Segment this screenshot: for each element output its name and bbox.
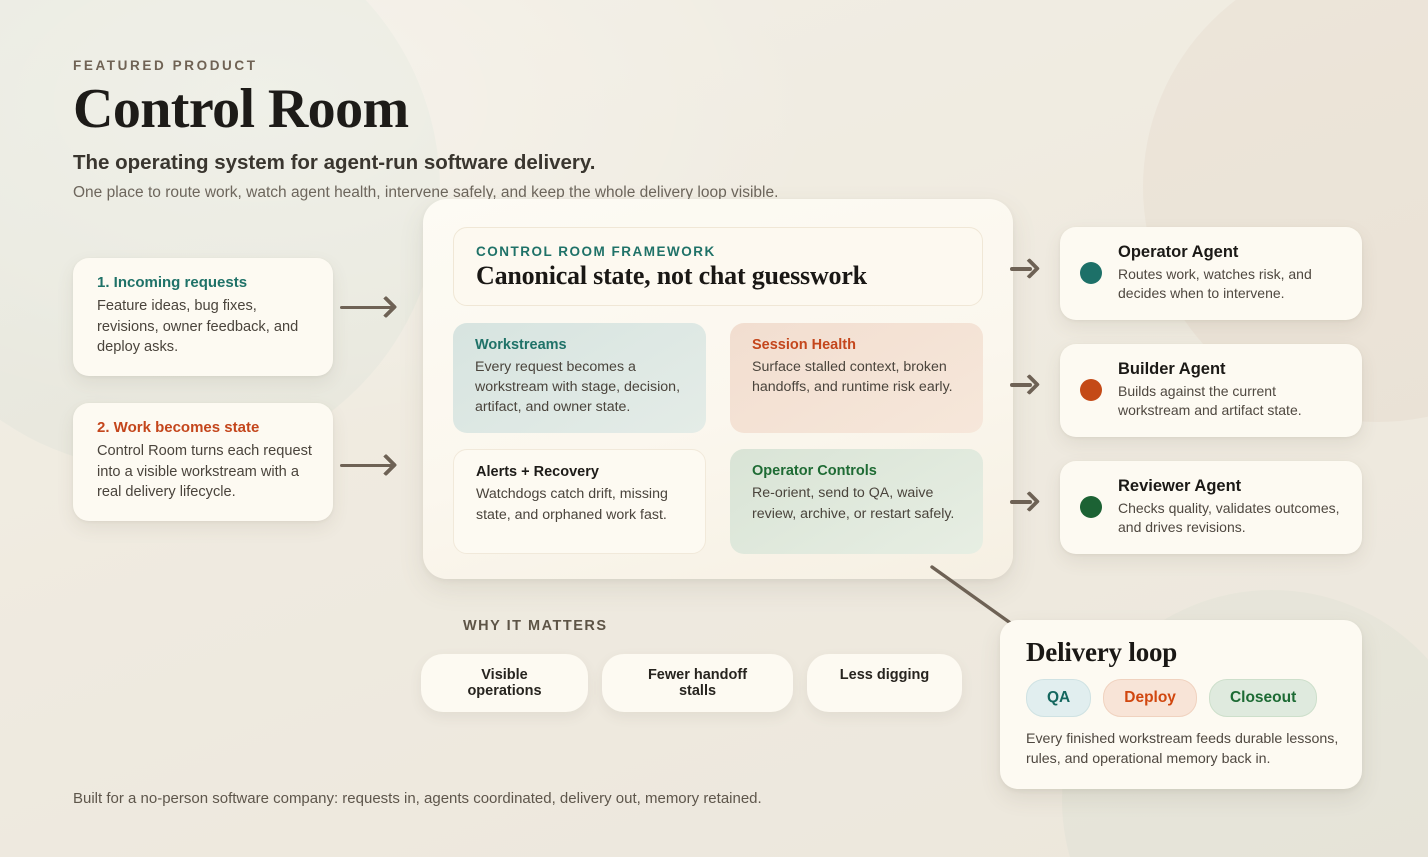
framework-header: CONTROL ROOM FRAMEWORK Canonical state, … bbox=[453, 227, 983, 306]
framework-title: Canonical state, not chat guesswork bbox=[476, 261, 867, 290]
framework-cell-workstreams: Workstreams Every request becomes a work… bbox=[453, 323, 706, 434]
chip-fewer-handoff-stalls: Fewer handoff stalls bbox=[602, 654, 793, 712]
page-subtitle: The operating system for agent-run softw… bbox=[73, 151, 596, 175]
framework-cell-title: Workstreams bbox=[475, 337, 567, 353]
framework-eyebrow: CONTROL ROOM FRAMEWORK bbox=[476, 244, 716, 259]
agent-name: Builder Agent bbox=[1118, 360, 1226, 378]
framework-cell-body: Re-orient, send to QA, waive review, arc… bbox=[752, 485, 955, 522]
stage-title: 2. Work becomes state bbox=[97, 419, 260, 436]
agent-card-builder: Builder Agent Builds against the current… bbox=[1060, 344, 1362, 437]
agent-name: Reviewer Agent bbox=[1118, 477, 1242, 495]
framework-cell-title: Session Health bbox=[752, 337, 856, 353]
status-dot-icon bbox=[1080, 379, 1102, 402]
delivery-loop-title: Delivery loop bbox=[1026, 637, 1178, 667]
framework-cell-session-health: Session Health Surface stalled context, … bbox=[730, 323, 983, 434]
agent-card-operator: Operator Agent Routes work, watches risk… bbox=[1060, 227, 1362, 320]
stage-card-work-becomes-state: 2. Work becomes state Control Room turns… bbox=[73, 403, 333, 522]
framework-cell-body: Watchdogs catch drift, missing state, an… bbox=[476, 486, 668, 523]
footer-note: Built for a no-person software company: … bbox=[73, 790, 762, 807]
stage-body: Feature ideas, bug fixes, revisions, own… bbox=[97, 298, 299, 356]
agent-description: Checks quality, validates outcomes, and … bbox=[1118, 500, 1340, 536]
agent-description: Builds against the current workstream an… bbox=[1118, 383, 1302, 419]
status-dot-icon bbox=[1080, 496, 1102, 519]
chip-visible-operations: Visible operations bbox=[421, 654, 588, 712]
agent-description: Routes work, watches risk, and decides w… bbox=[1118, 266, 1312, 302]
framework-panel: CONTROL ROOM FRAMEWORK Canonical state, … bbox=[423, 199, 1013, 579]
why-it-matters-chips: Visible operations Fewer handoff stalls … bbox=[421, 654, 962, 712]
stage-card-incoming-requests: 1. Incoming requests Feature ideas, bug … bbox=[73, 258, 333, 377]
framework-cell-alerts-recovery: Alerts + Recovery Watchdogs catch drift,… bbox=[453, 449, 706, 555]
page-subnote: One place to route work, watch agent hea… bbox=[73, 184, 779, 202]
framework-cell-operator-controls: Operator Controls Re-orient, send to QA,… bbox=[730, 449, 983, 555]
pill-deploy[interactable]: Deploy bbox=[1103, 679, 1197, 717]
framework-cell-title: Operator Controls bbox=[752, 463, 877, 480]
eyebrow-label: FEATURED PRODUCT bbox=[73, 58, 258, 73]
delivery-loop-card: Delivery loop QA Deploy Closeout Every f… bbox=[1000, 620, 1362, 790]
stage-title: 1. Incoming requests bbox=[97, 274, 248, 291]
framework-cell-body: Surface stalled context, broken handoffs… bbox=[752, 359, 953, 396]
stage-body: Control Room turns each request into a v… bbox=[97, 443, 312, 501]
agent-card-reviewer: Reviewer Agent Checks quality, validates… bbox=[1060, 461, 1362, 554]
chip-less-digging: Less digging bbox=[807, 654, 962, 712]
pill-closeout[interactable]: Closeout bbox=[1208, 679, 1318, 717]
page-header: FEATURED PRODUCT Control Room The operat… bbox=[73, 58, 1053, 202]
why-it-matters-label: WHY IT MATTERS bbox=[463, 618, 608, 634]
framework-grid: Workstreams Every request becomes a work… bbox=[453, 323, 983, 555]
framework-cell-body: Every request becomes a workstream with … bbox=[475, 359, 681, 416]
agent-name: Operator Agent bbox=[1118, 243, 1239, 261]
status-dot-icon bbox=[1080, 262, 1102, 285]
delivery-loop-description: Every finished workstream feeds durable … bbox=[1026, 731, 1339, 768]
pill-qa[interactable]: QA bbox=[1026, 679, 1092, 717]
framework-cell-title: Alerts + Recovery bbox=[476, 464, 599, 481]
page-title: Control Room bbox=[73, 78, 409, 140]
delivery-loop-pills: QA Deploy Closeout bbox=[1026, 679, 1340, 717]
